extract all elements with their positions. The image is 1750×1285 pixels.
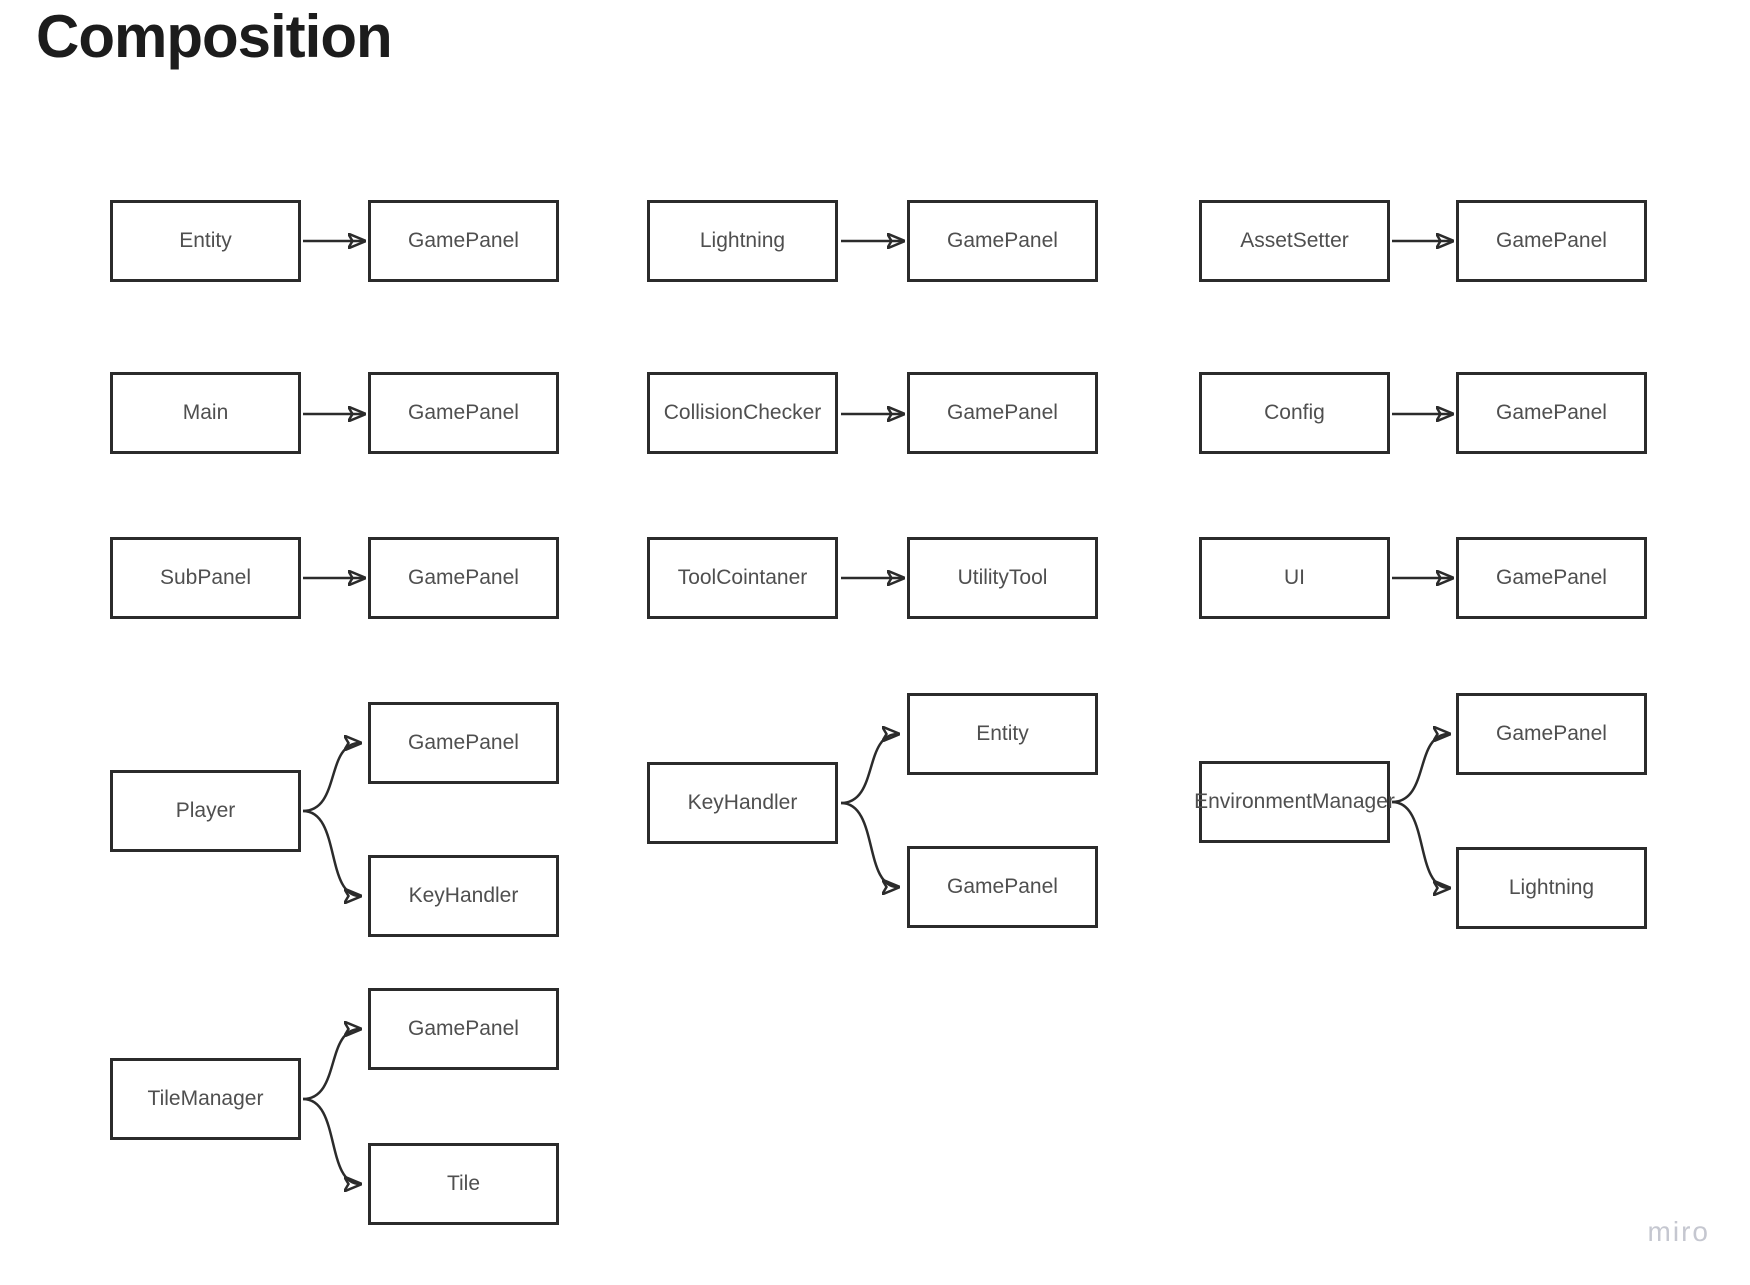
node-gamepanel[interactable]: GamePanel [1456, 537, 1647, 619]
node-label: CollisionChecker [663, 401, 822, 424]
node-toolcointaner[interactable]: ToolCointaner [647, 537, 838, 619]
node-player[interactable]: Player [110, 770, 301, 852]
node-label: GamePanel [1496, 229, 1607, 252]
node-environmentmanager[interactable]: EnvironmentManager [1194, 761, 1395, 843]
node-label: EnvironmentManager [1194, 790, 1395, 813]
node-label: GamePanel [947, 229, 1058, 252]
node-entity[interactable]: Entity [907, 693, 1098, 775]
node-subpanel[interactable]: SubPanel [110, 537, 301, 619]
node-gamepanel[interactable]: GamePanel [907, 846, 1098, 928]
node-label: Lightning [699, 229, 786, 252]
node-label: Player [175, 799, 236, 822]
connector-keyhandler-entity[interactable] [840, 734, 898, 805]
node-tilemanager[interactable]: TileManager [110, 1058, 301, 1140]
node-keyhandler[interactable]: KeyHandler [368, 855, 559, 937]
node-gamepanel[interactable]: GamePanel [1456, 200, 1647, 282]
node-label: GamePanel [1496, 722, 1607, 745]
connector-environmentmanager-gamepanel[interactable] [1391, 734, 1449, 804]
node-gamepanel[interactable]: GamePanel [368, 988, 559, 1070]
node-entity[interactable]: Entity [110, 200, 301, 282]
node-lightning[interactable]: Lightning [647, 200, 838, 282]
node-label: GamePanel [408, 229, 519, 252]
node-label: Lightning [1508, 876, 1595, 899]
node-label: GamePanel [408, 1017, 519, 1040]
node-label: TileManager [147, 1087, 264, 1110]
node-label: ToolCointaner [677, 566, 808, 589]
node-gamepanel[interactable]: GamePanel [1456, 372, 1647, 454]
node-config[interactable]: Config [1199, 372, 1390, 454]
node-gamepanel[interactable]: GamePanel [368, 702, 559, 784]
connector-tilemanager-tile[interactable] [302, 1097, 360, 1184]
node-label: GamePanel [408, 401, 519, 424]
node-label: Config [1264, 401, 1325, 424]
node-label: SubPanel [159, 566, 252, 589]
node-label: GamePanel [1496, 401, 1607, 424]
connector-environmentmanager-lightning[interactable] [1391, 800, 1449, 888]
node-label: Tile [446, 1172, 481, 1195]
node-gamepanel[interactable]: GamePanel [368, 200, 559, 282]
board-title[interactable]: Composition [36, 3, 393, 70]
node-keyhandler[interactable]: KeyHandler [647, 762, 838, 844]
connector-keyhandler-gamepanel[interactable] [840, 801, 898, 887]
node-label: Entity [976, 722, 1029, 745]
node-tile[interactable]: Tile [368, 1143, 559, 1225]
node-lightning[interactable]: Lightning [1456, 847, 1647, 929]
node-label: GamePanel [1496, 566, 1607, 589]
node-gamepanel[interactable]: GamePanel [907, 372, 1098, 454]
node-label: GamePanel [947, 875, 1058, 898]
node-collisionchecker[interactable]: CollisionChecker [647, 372, 838, 454]
node-label: UtilityTool [957, 566, 1048, 589]
node-gamepanel[interactable]: GamePanel [1456, 693, 1647, 775]
connector-tilemanager-gamepanel[interactable] [302, 1029, 360, 1101]
node-label: Main [182, 401, 229, 424]
node-label: GamePanel [408, 566, 519, 589]
node-gamepanel[interactable]: GamePanel [368, 537, 559, 619]
node-gamepanel[interactable]: GamePanel [368, 372, 559, 454]
node-assetsetter[interactable]: AssetSetter [1199, 200, 1390, 282]
node-label: KeyHandler [408, 884, 519, 907]
node-label: GamePanel [947, 401, 1058, 424]
node-label: UI [1284, 566, 1305, 589]
miro-logo: miro [1647, 1216, 1710, 1247]
node-label: KeyHandler [687, 791, 798, 814]
node-label: Entity [179, 229, 232, 252]
node-main[interactable]: Main [110, 372, 301, 454]
connector-player-keyhandler[interactable] [302, 809, 360, 896]
node-ui[interactable]: UI [1199, 537, 1390, 619]
node-gamepanel[interactable]: GamePanel [907, 200, 1098, 282]
node-label: AssetSetter [1240, 229, 1349, 252]
connector-player-gamepanel[interactable] [302, 743, 360, 813]
node-label: GamePanel [408, 731, 519, 754]
node-utilitytool[interactable]: UtilityTool [907, 537, 1098, 619]
